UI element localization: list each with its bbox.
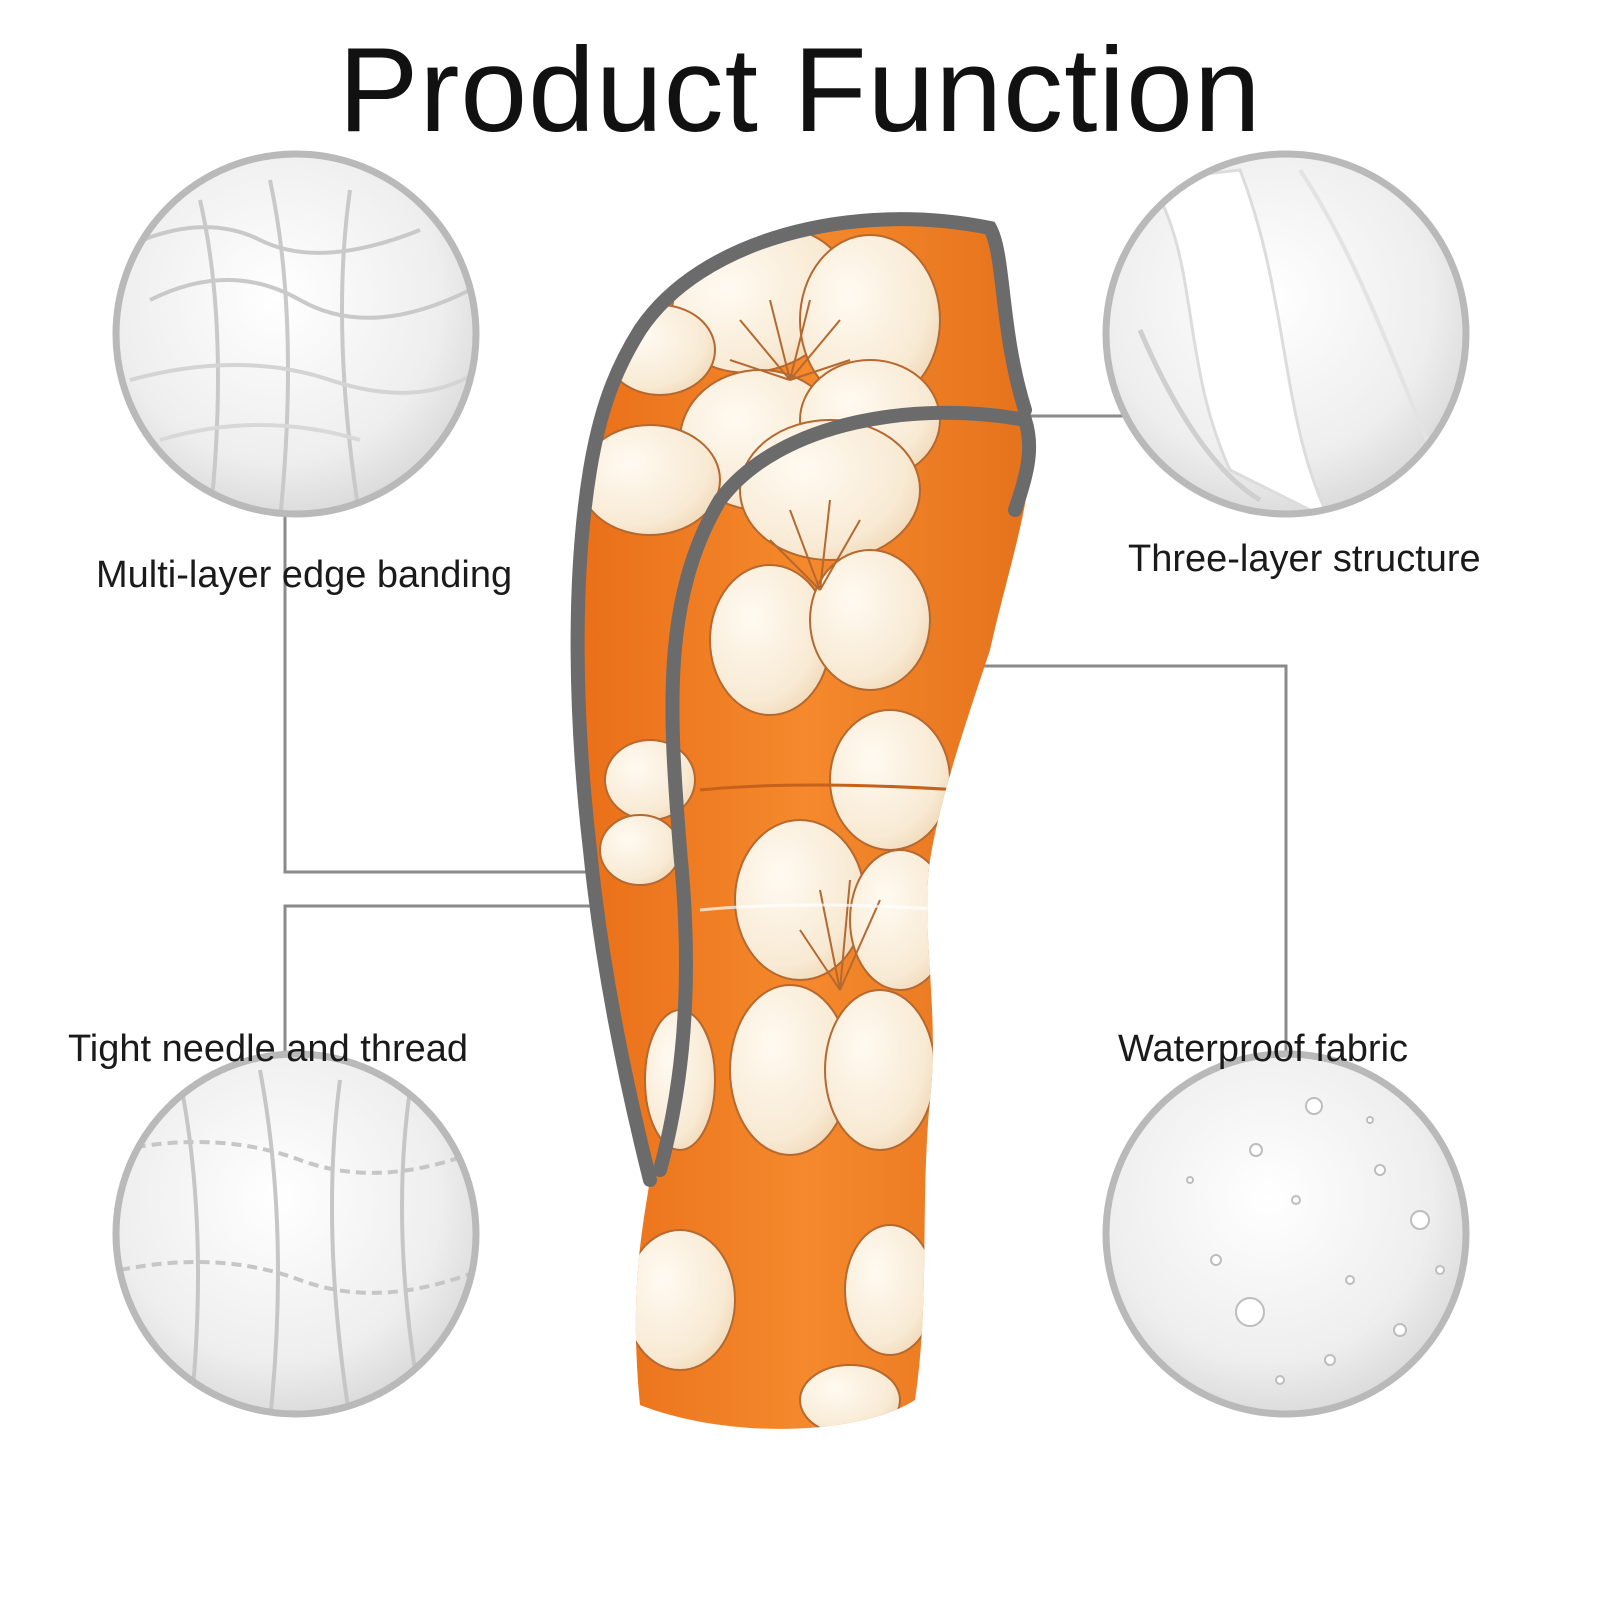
flower-bottom [624,1009,936,1429]
flower-large-lower [729,709,951,1156]
detail-circle-three-layer [1102,150,1470,518]
leader-line-needle-thread [283,904,610,1056]
detail-circle-waterproof [1102,1050,1470,1418]
page-title: Product Function [338,23,1262,157]
flower-middle [579,419,931,716]
leader-line-waterproof [935,664,1288,1056]
feature-label-three-layer: Three-layer structure [1128,538,1481,580]
leader-line-edge-banding [283,514,610,874]
piping-inner [653,405,1037,1177]
detail-circle-needle-thread [112,1050,480,1418]
floral-pattern [579,226,961,1429]
leader-lines [283,414,1288,1056]
piping-outer [570,212,1032,1187]
feature-label-needle-thread: Tight needle and thread [68,1028,469,1070]
headcover-product [570,212,1037,1429]
feature-label-waterproof: Waterproof fabric [1118,1028,1409,1070]
detail-circle-edge-banding [112,150,480,518]
feature-label-edge-banding: Multi-layer edge banding [96,554,513,596]
